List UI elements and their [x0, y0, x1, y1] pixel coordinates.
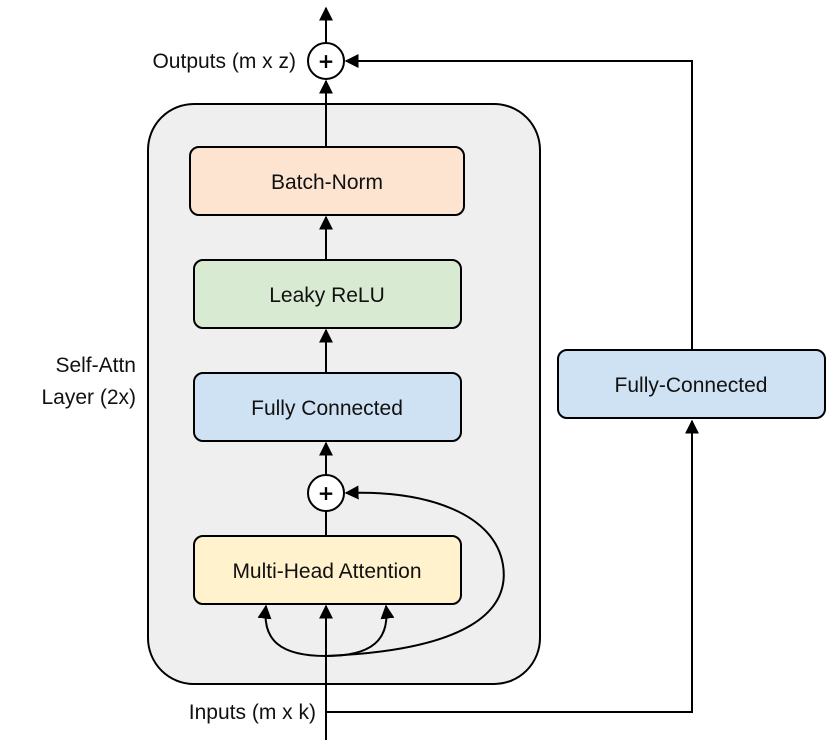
inputs-label: Inputs (m x k) [189, 701, 316, 724]
batch-norm-block: Batch-Norm [189, 146, 465, 216]
query-branch-arrow [257, 604, 327, 657]
residual-add-node: + [307, 474, 345, 512]
fully-connected-label: Fully Connected [251, 397, 403, 420]
skip-fc-to-output-add-arrow [344, 54, 693, 349]
leaky-relu-label: Leaky ReLU [269, 284, 385, 307]
fully-connected-block: Fully Connected [193, 372, 462, 442]
outputs-label: Outputs (m x z) [152, 50, 296, 73]
leaky-relu-block: Leaky ReLU [193, 259, 462, 329]
batch-norm-label: Batch-Norm [271, 171, 383, 194]
skip-fully-connected-label: Fully-Connected [615, 374, 768, 397]
multi-head-attention-label: Multi-Head Attention [232, 560, 421, 583]
skip-fully-connected-block: Fully-Connected [557, 349, 826, 419]
output-add-symbol: + [318, 49, 335, 73]
layer-label-line1: Self-Attn [55, 354, 136, 377]
multi-head-attention-block: Multi-Head Attention [193, 535, 462, 605]
layer-label-line2: Layer (2x) [41, 386, 136, 409]
output-add-node: + [307, 42, 345, 80]
residual-skip-arrow [325, 485, 505, 657]
residual-add-symbol: + [318, 481, 335, 505]
skip-input-to-fc-arrow [326, 419, 699, 713]
